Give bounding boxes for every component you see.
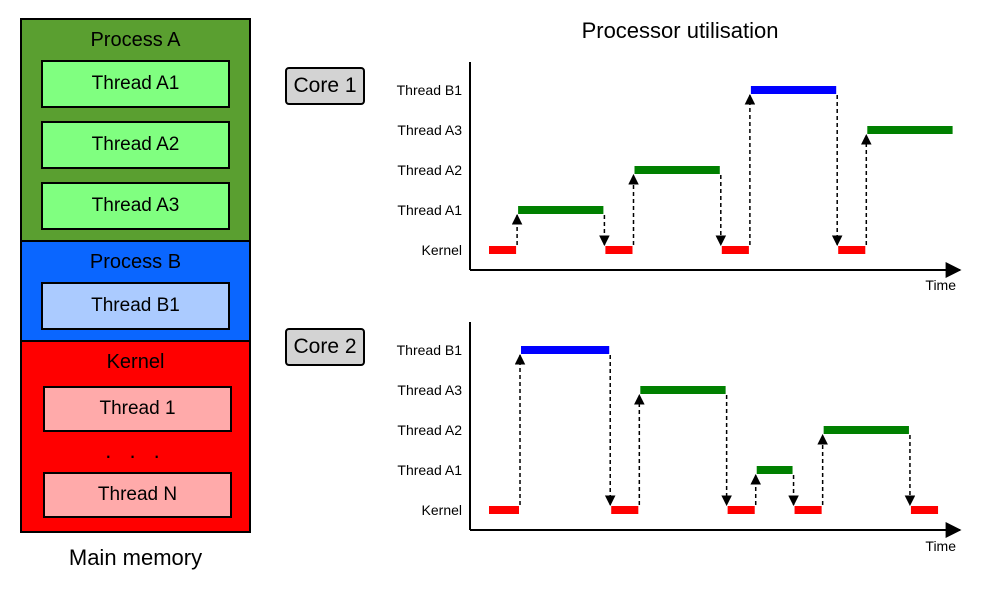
kernel-thread-n-box: Thread N — [43, 472, 232, 518]
level-label: Thread A3 — [397, 382, 462, 398]
level-label: Kernel — [422, 242, 462, 258]
process-b-title: Process B — [89, 251, 182, 273]
time-axis-label: Time — [925, 538, 956, 554]
thread-a2-box: Thread A2 — [41, 121, 230, 169]
level-label: Thread A1 — [397, 202, 462, 218]
kernel-title: Kernel — [106, 351, 165, 373]
core-2-label-text: Core 2 — [293, 335, 357, 358]
level-label: Thread A2 — [397, 422, 462, 438]
processor-utilisation-title: Processor utilisation — [581, 18, 779, 43]
kernel-thread-1-box: Thread 1 — [43, 386, 232, 432]
thread-a2-label: Thread A2 — [91, 134, 180, 155]
level-label: Thread B1 — [397, 342, 463, 358]
level-label: Thread A2 — [397, 162, 462, 178]
thread-b1-label: Thread B1 — [91, 295, 180, 316]
time-axis-label: Time — [925, 277, 956, 293]
level-label: Thread A3 — [397, 122, 462, 138]
kernel-ellipsis: . . . — [105, 438, 166, 463]
core-1-chart: Time Kernel Thread A1 Thread A2 Thread A3 Thr… — [397, 62, 962, 293]
thread-b1-box: Thread B1 — [41, 282, 230, 330]
level-label: Thread B1 — [397, 82, 463, 98]
thread-a3-box: Thread A3 — [41, 182, 230, 230]
level-label: Thread A1 — [397, 462, 462, 478]
kernel-thread-n-label: Thread N — [97, 484, 178, 505]
kernel-block: Kernel Thread 1 . . . Thread N — [20, 340, 251, 533]
core-2-label: Core 2 — [285, 328, 365, 366]
core-1-label-text: Core 1 — [293, 74, 357, 97]
thread-a3-label: Thread A3 — [91, 195, 180, 216]
core-1-label: Core 1 — [285, 67, 365, 105]
level-label: Kernel — [422, 502, 462, 518]
process-a-block: Process A Thread A1 Thread A2 Thread A3 — [20, 18, 251, 242]
kernel-thread-1-label: Thread 1 — [99, 398, 176, 419]
thread-a1-box: Thread A1 — [41, 60, 230, 108]
process-a-title: Process A — [90, 29, 181, 51]
core-2-chart: Time Kernel Thread A1 Thread A2 Thread A3 Thr… — [397, 322, 962, 554]
process-b-block: Process B Thread B1 — [20, 240, 251, 342]
thread-a1-label: Thread A1 — [91, 73, 180, 94]
main-memory-caption: Main memory — [68, 545, 203, 570]
